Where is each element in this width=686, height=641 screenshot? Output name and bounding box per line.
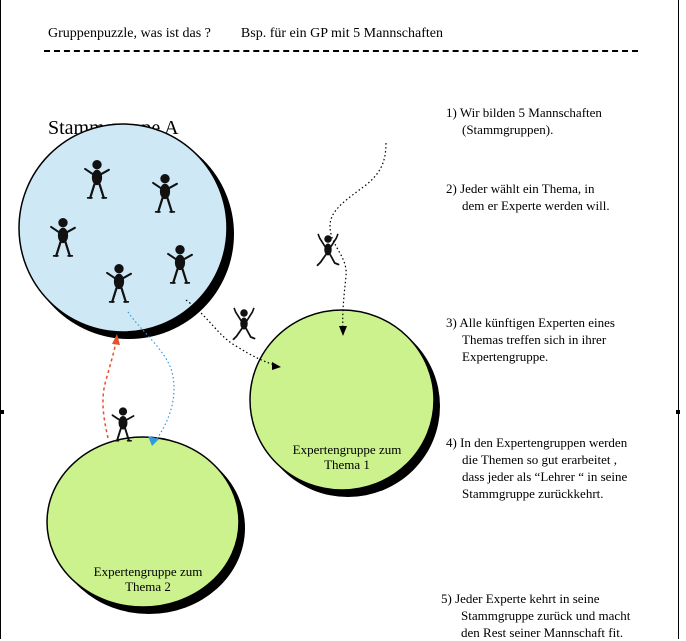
arrowhead	[339, 326, 347, 336]
arrowhead	[112, 334, 120, 345]
step-3: 3) Alle künftigen Experten eines Themas …	[446, 315, 615, 364]
left-frame-line	[0, 0, 1, 639]
step-5: 5) Jeder Experte kehrt in seine Stammgru…	[441, 591, 631, 640]
header-title: Gruppenpuzzle, was ist das ?	[48, 26, 211, 41]
home-group-circle	[18, 123, 234, 339]
person-figure-moving	[232, 307, 256, 341]
path-from-outside	[329, 142, 387, 331]
arrowhead	[272, 362, 281, 370]
resize-handle-right[interactable]	[676, 410, 680, 414]
resize-handle-left[interactable]	[0, 410, 4, 414]
person-figure-moving	[111, 406, 135, 442]
step-1: 1) Wir bilden 5 Mannschaften (Stammgrupp…	[446, 105, 602, 137]
page-header: Gruppenpuzzle, was ist das ? Bsp. für ein…	[48, 26, 443, 42]
expert-group-1-circle	[249, 309, 440, 497]
person-figure-moving	[316, 233, 340, 267]
step-2: 2) Jeder wählt ein Thema, in dem er Expe…	[446, 181, 610, 213]
path-to-expert-group-2	[127, 311, 175, 441]
header-subtitle: Bsp. für ein GP mit 5 Mannschaften	[240, 26, 443, 41]
step-4: 4) In den Expertengruppen werden die The…	[446, 435, 628, 501]
arrowhead	[148, 436, 159, 446]
path-to-expert-group-1	[185, 299, 279, 367]
path-back-to-home-group	[102, 341, 117, 439]
right-frame-line	[678, 0, 679, 639]
dashed-divider	[44, 50, 638, 52]
expert-group-2-circle	[46, 436, 245, 614]
